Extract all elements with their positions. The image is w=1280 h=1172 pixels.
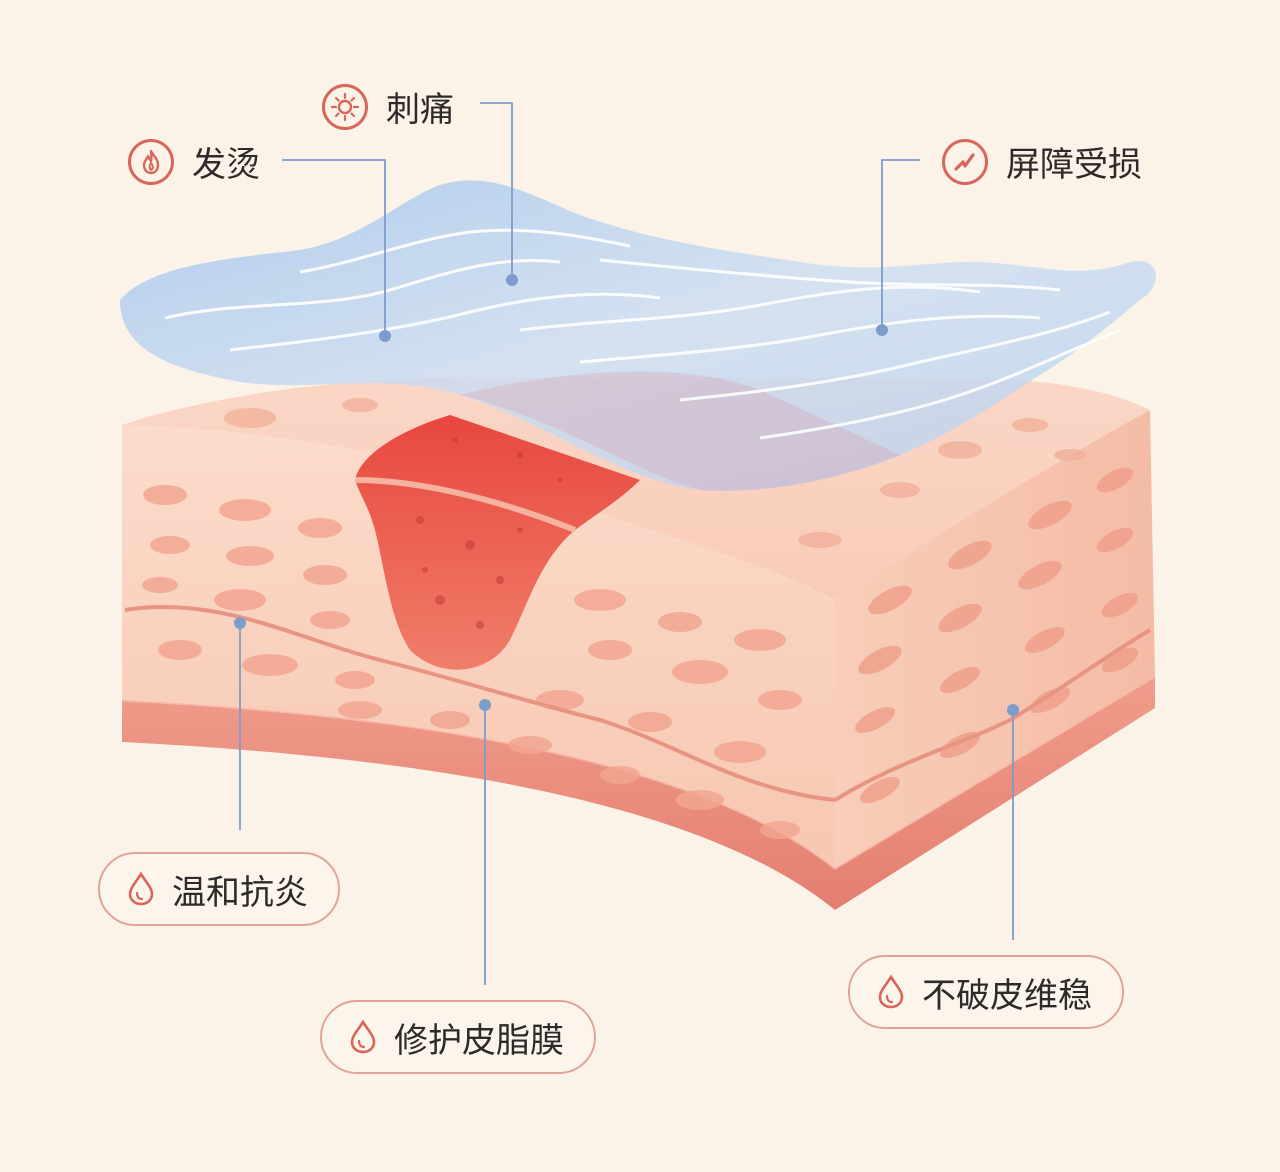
droplet-icon	[128, 871, 154, 906]
label-text: 发烫	[192, 145, 260, 185]
sun-icon	[322, 83, 368, 130]
broken-barrier-icon	[942, 138, 988, 185]
protective-film	[120, 180, 1157, 491]
label-burning: 发烫	[128, 137, 260, 186]
label-stinging: 刺痛	[322, 82, 454, 131]
pill-gentle-anti-inflammatory: 温和抗炎	[98, 852, 340, 926]
droplet-icon	[878, 974, 904, 1009]
leader-lines	[239, 102, 1014, 985]
label-barrier-damaged: 屏障受损	[942, 137, 1142, 186]
leader-dots	[234, 274, 1019, 716]
pill-text: 温和抗炎	[172, 872, 308, 913]
pill-stabilize-without-peeling: 不破皮维稳	[848, 955, 1124, 1029]
droplet-icon	[350, 1019, 376, 1054]
pill-text: 不破皮维稳	[922, 975, 1092, 1016]
label-text: 屏障受损	[1006, 145, 1142, 185]
flame-icon	[128, 138, 174, 185]
pill-repair-sebum-film: 修护皮脂膜	[320, 1000, 596, 1074]
wound-area	[354, 415, 640, 670]
pill-text: 修护皮脂膜	[394, 1020, 564, 1061]
label-text: 刺痛	[386, 90, 454, 130]
skin-cells-front	[142, 485, 802, 839]
skin-block-side	[835, 410, 1155, 868]
skin-cells-top	[224, 398, 1086, 548]
skin-layer-lines	[124, 605, 1152, 802]
